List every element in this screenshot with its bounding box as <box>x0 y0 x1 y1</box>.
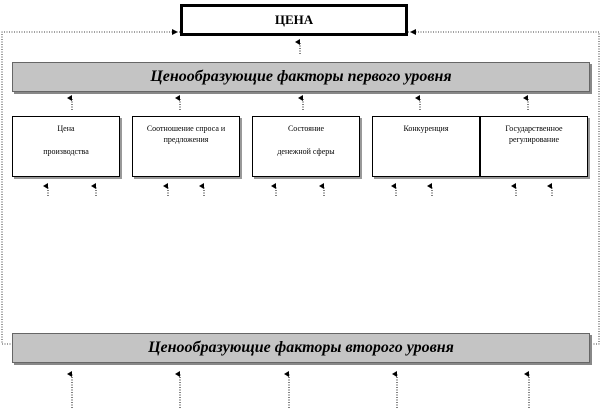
second-level-label: Ценообразующие факторы второго уровня <box>148 339 454 356</box>
bottom-arrows <box>67 371 530 408</box>
feedback-line-left <box>1 31 180 345</box>
factor-competition: Конкуренция <box>372 116 480 177</box>
price-label: ЦЕНА <box>274 12 314 27</box>
feedback-arrow-right <box>410 29 416 35</box>
factor-line1: Конкуренция <box>403 124 449 133</box>
factor-line1: Соотношение спроса и предложения <box>146 124 226 144</box>
sub-arrows <box>43 183 553 196</box>
second-level-band: Ценообразующие факторы второго уровня <box>12 333 590 363</box>
feedback-line-right <box>408 31 600 345</box>
factor-supply-demand: Соотношение спроса и предложения <box>132 116 240 177</box>
price-box: ЦЕНА <box>180 4 408 36</box>
factor-line2: денежной сферы <box>277 147 335 156</box>
feedback-arrow-left <box>172 29 178 35</box>
factor-line2: производства <box>43 147 89 156</box>
factor-state-regulation: Государственное регулирование <box>480 116 588 177</box>
factor-line1: Состояние <box>287 124 325 133</box>
first-level-band: Ценообразующие факторы первого уровня <box>12 62 590 92</box>
first-level-label: Ценообразующие факторы первого уровня <box>150 68 452 85</box>
factor-line1: Цена <box>57 124 75 133</box>
factor-monetary-state: Состояние денежной сферы <box>252 116 360 177</box>
factor-production-price: Цена производства <box>12 116 120 177</box>
factor-line1: Государственное регулирование <box>505 124 563 144</box>
